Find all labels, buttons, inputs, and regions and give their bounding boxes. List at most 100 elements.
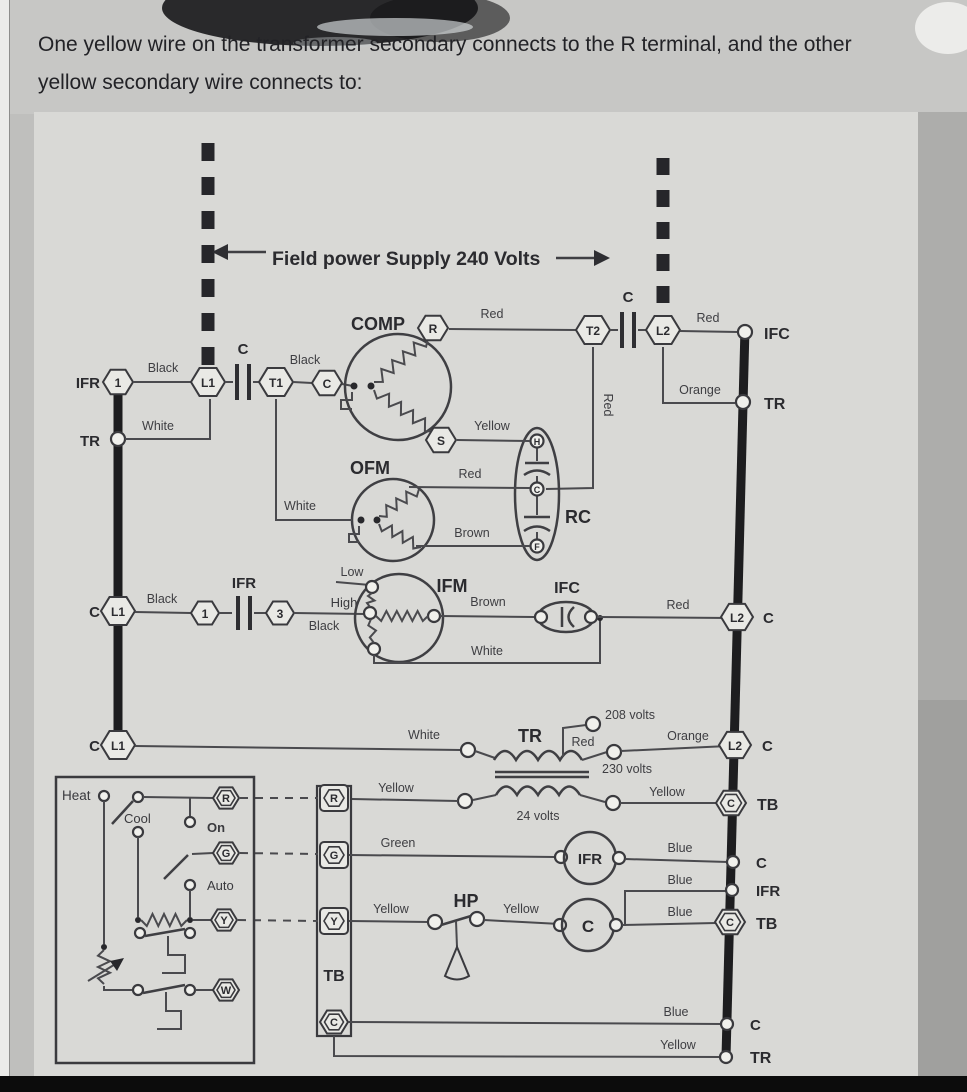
- svg-text:R: R: [429, 322, 438, 336]
- transformer: C L1 White TR 208 volts Red 230 volts Or…: [89, 708, 778, 823]
- svg-text:C: C: [534, 485, 541, 495]
- ifc-capacitor: IFC Red L2 C: [533, 580, 774, 634]
- hp-bellows-icon: [443, 944, 471, 981]
- svg-text:IFC: IFC: [764, 326, 790, 343]
- ifr-contact-label: IFR: [232, 575, 256, 592]
- ifm-label: IFM: [437, 576, 468, 596]
- svg-text:TR: TR: [750, 1050, 772, 1067]
- ifm-winding-icon: [365, 592, 377, 608]
- camera-glare-highlight: [915, 2, 967, 54]
- wire-label-yellow: Yellow: [474, 419, 511, 433]
- bus-terminal-tr: [734, 393, 752, 411]
- bus-label-c: C: [89, 604, 100, 621]
- hp-switch-row: Yellow HP Yellow C Blue IFR Blue C TB: [348, 873, 780, 981]
- svg-text:L2: L2: [656, 324, 670, 338]
- svg-text:C: C: [323, 377, 332, 391]
- right-power-bus: [721, 327, 750, 1058]
- bottom-common-wires: Blue C Yellow TR: [333, 1005, 772, 1067]
- rc-run-capacitor: Red H C F RC Yellow: [456, 347, 615, 562]
- svg-text:L2: L2: [728, 739, 742, 753]
- comp-start-winding-icon: [373, 389, 435, 433]
- question: One yellow wire on the transformer secon…: [38, 33, 852, 94]
- svg-text:L2: L2: [730, 611, 744, 625]
- label-208-volts: 208 volts: [605, 708, 655, 722]
- bus-terminal-tr: [718, 1049, 734, 1065]
- wire-label-white: White: [284, 499, 316, 513]
- svg-text:H: H: [534, 437, 541, 447]
- tap-208v: [584, 715, 602, 733]
- tap-230v: [605, 743, 623, 761]
- comp-label: COMP: [351, 314, 405, 334]
- wire-label-white: White: [142, 419, 174, 433]
- svg-text:C: C: [726, 917, 734, 929]
- wire-label-green: Green: [381, 836, 416, 850]
- ofm-overload-icon: [348, 526, 360, 543]
- wire-label-white: White: [408, 728, 440, 742]
- svg-text:T2: T2: [586, 324, 600, 338]
- label-230-volts: 230 volts: [602, 762, 652, 776]
- ifr-left-label: IFR: [76, 375, 100, 392]
- wire-label-red: Red: [459, 467, 482, 481]
- svg-text:Y: Y: [330, 916, 338, 928]
- ifm-motor: IFM Low Brown White: [335, 565, 603, 664]
- hp-contact-blade-icon: [440, 914, 472, 927]
- mercury-bulb-switch-icon: [142, 983, 186, 995]
- terminal-l1: [99, 596, 137, 626]
- tr-label: TR: [518, 726, 542, 746]
- svg-text:C: C: [750, 1017, 761, 1034]
- svg-text:Y: Y: [220, 915, 228, 927]
- ifr-coil-label: IFR: [578, 851, 602, 868]
- wire-label-black: Black: [147, 592, 178, 606]
- thermostat: Heat Cool On R G Auto Y: [54, 775, 256, 1065]
- svg-text:TR: TR: [764, 396, 786, 413]
- wire-label-blue: Blue: [667, 873, 692, 887]
- comp-run-winding-icon: [373, 337, 429, 383]
- ofm-winding-icon: [378, 523, 422, 550]
- field-power-label: Field power Supply 240 Volts: [272, 248, 541, 270]
- svg-text:F: F: [534, 542, 540, 552]
- bus-terminal-ifc: [736, 323, 754, 341]
- ifm-winding-icon: [367, 618, 378, 644]
- wire-label-brown: Brown: [454, 526, 489, 540]
- wire-label-red: Red: [572, 735, 595, 749]
- svg-text:T1: T1: [269, 376, 283, 390]
- heat-anticipator-icon: [140, 911, 188, 929]
- wire-label-white: White: [471, 644, 503, 658]
- fan-switch-blade-icon: [163, 854, 189, 880]
- wire-label-yellow: Yellow: [378, 781, 415, 795]
- ofm-winding-icon: [378, 488, 420, 518]
- mercury-bulb-icon: [162, 936, 186, 974]
- wire-label-orange: Orange: [679, 383, 721, 397]
- terminal-l1: [99, 730, 137, 760]
- wire-label-black: Black: [290, 353, 321, 367]
- wire-label-yellow: Yellow: [649, 785, 686, 799]
- wire-label-orange: Orange: [667, 729, 709, 743]
- heat-label: Heat: [62, 788, 91, 803]
- svg-text:C: C: [727, 798, 735, 810]
- wire-label-blue: Blue: [663, 1005, 688, 1019]
- bus-terminal-ifr: [724, 882, 740, 898]
- question-line-1: One yellow wire on the transformer secon…: [38, 33, 852, 56]
- terminal-comp-r: [416, 314, 450, 342]
- bus-terminal-c: [725, 854, 741, 870]
- wire-label-blue: Blue: [667, 841, 692, 855]
- on-label: On: [207, 820, 225, 835]
- svg-text:R: R: [330, 793, 338, 805]
- contactor-contact-label: C: [238, 341, 249, 358]
- svg-text:L1: L1: [201, 376, 215, 390]
- wire-label-brown: Brown: [470, 595, 505, 609]
- auto-label: Auto: [207, 878, 234, 893]
- terminal-comp-s: [424, 426, 458, 454]
- bus-label-c: C: [763, 610, 774, 627]
- wire-label-yellow: Yellow: [660, 1038, 697, 1052]
- bus-terminal-c: [719, 1016, 735, 1032]
- ofm-motor: OFM White Red Brown: [275, 399, 531, 563]
- svg-text:W: W: [221, 985, 232, 997]
- primary-coil-icon: [492, 749, 584, 763]
- field-wire-g: [239, 852, 319, 855]
- wire-label-blue: Blue: [667, 905, 692, 919]
- c-coil-label: C: [582, 917, 594, 936]
